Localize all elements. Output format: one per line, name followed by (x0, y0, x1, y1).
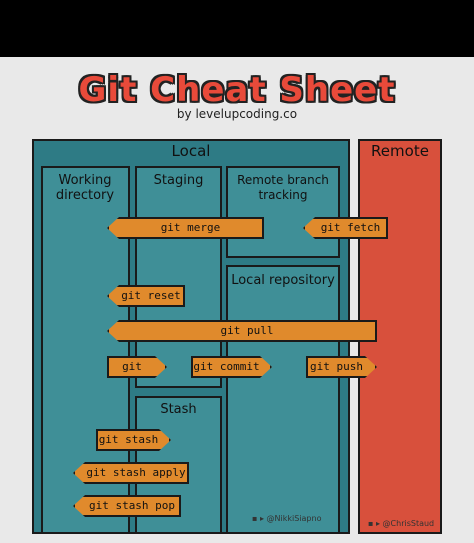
page-title: Git Cheat Sheet (78, 70, 396, 110)
credit-right: ▪ ▸ @ChrisStaud (368, 519, 434, 528)
staging-label: Staging (153, 173, 204, 188)
git-merge-arrow: git merge (107, 217, 264, 239)
local-repository-box (226, 265, 340, 534)
stash-label: Stash (160, 402, 197, 417)
remote-label: Remote (371, 142, 429, 160)
remote-branch-tracking-box (226, 166, 340, 258)
twitter-icon: ▸ (259, 514, 264, 523)
git-stash-arrow: git stash (96, 429, 171, 451)
credit-left-handle: @NikkiSiapno (266, 514, 322, 523)
staging-column (135, 166, 222, 388)
git-fetch-arrow: git fetch (303, 217, 388, 239)
git-stash-apply-arrow: git stash apply (73, 462, 189, 484)
linkedin-icon: ▪ (368, 519, 374, 528)
credit-left: ▪ ▸ @NikkiSiapno (252, 514, 321, 523)
local-label: Local (171, 142, 211, 160)
git-commit-arrow: git commit (191, 356, 272, 378)
git-stash-pop-arrow: git stash pop (73, 495, 181, 517)
linkedin-icon: ▪ (252, 514, 258, 523)
git-reset-arrow: git reset (107, 285, 185, 307)
remote-branch-tracking-label: Remote branch tracking (237, 173, 329, 202)
working-directory-label: Working directory (55, 173, 115, 203)
credit-right-handle: @ChrisStaud (382, 519, 435, 528)
local-repository-label: Local repository (231, 273, 335, 288)
twitter-icon: ▸ (375, 519, 380, 528)
git-push-arrow: git push (306, 356, 377, 378)
git-add-arrow: git add (107, 356, 167, 378)
git-pull-arrow: git pull (107, 320, 377, 342)
byline: by levelupcoding.co (176, 107, 298, 121)
